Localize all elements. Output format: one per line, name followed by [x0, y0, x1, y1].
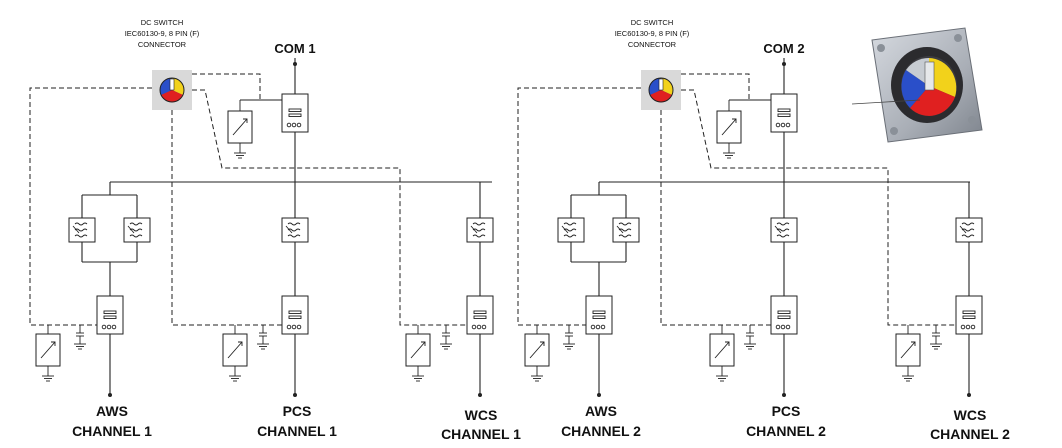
switch-title-line2: IEC60130-9, 8 PIN (F) [125, 29, 200, 38]
switch-title-line3: CONNECTOR [628, 40, 677, 49]
channel-label-pcs-1: CHANNEL 1 [257, 423, 337, 439]
com-label: COM 1 [274, 41, 315, 56]
channel-label-aws-2: CHANNEL 2 [561, 423, 641, 439]
channel-label-wcs-2: CHANNEL 2 [930, 426, 1010, 442]
channel-name-aws-1: AWS [96, 403, 128, 419]
switch-title-line2: IEC60130-9, 8 PIN (F) [615, 29, 690, 38]
channel-name-pcs-1: PCS [283, 403, 312, 419]
channel-name-wcs-2: WCS [954, 407, 987, 423]
channel-label-wcs-1: CHANNEL 1 [441, 426, 521, 442]
switch-title-line1: DC SWITCH [631, 18, 674, 27]
com-label: COM 2 [763, 41, 804, 56]
dc-switch-icon [641, 70, 681, 110]
switch-title-line1: DC SWITCH [141, 18, 184, 27]
connector-photo [851, 27, 983, 143]
channel-name-aws-2: AWS [585, 403, 617, 419]
switch-title-line3: CONNECTOR [138, 40, 187, 49]
channel-name-pcs-2: PCS [772, 403, 801, 419]
channel-name-wcs-1: WCS [465, 407, 498, 423]
channel-label-pcs-2: CHANNEL 2 [746, 423, 826, 439]
section-2: DC SWITCH IEC60130-9, 8 PIN (F) CONNECTO… [517, 18, 1010, 442]
channel-label-aws-1: CHANNEL 1 [72, 423, 152, 439]
dc-switch-icon [152, 70, 192, 110]
section-1: DC SWITCH IEC60130-9, 8 PIN (F) CONNECTO… [29, 18, 521, 442]
